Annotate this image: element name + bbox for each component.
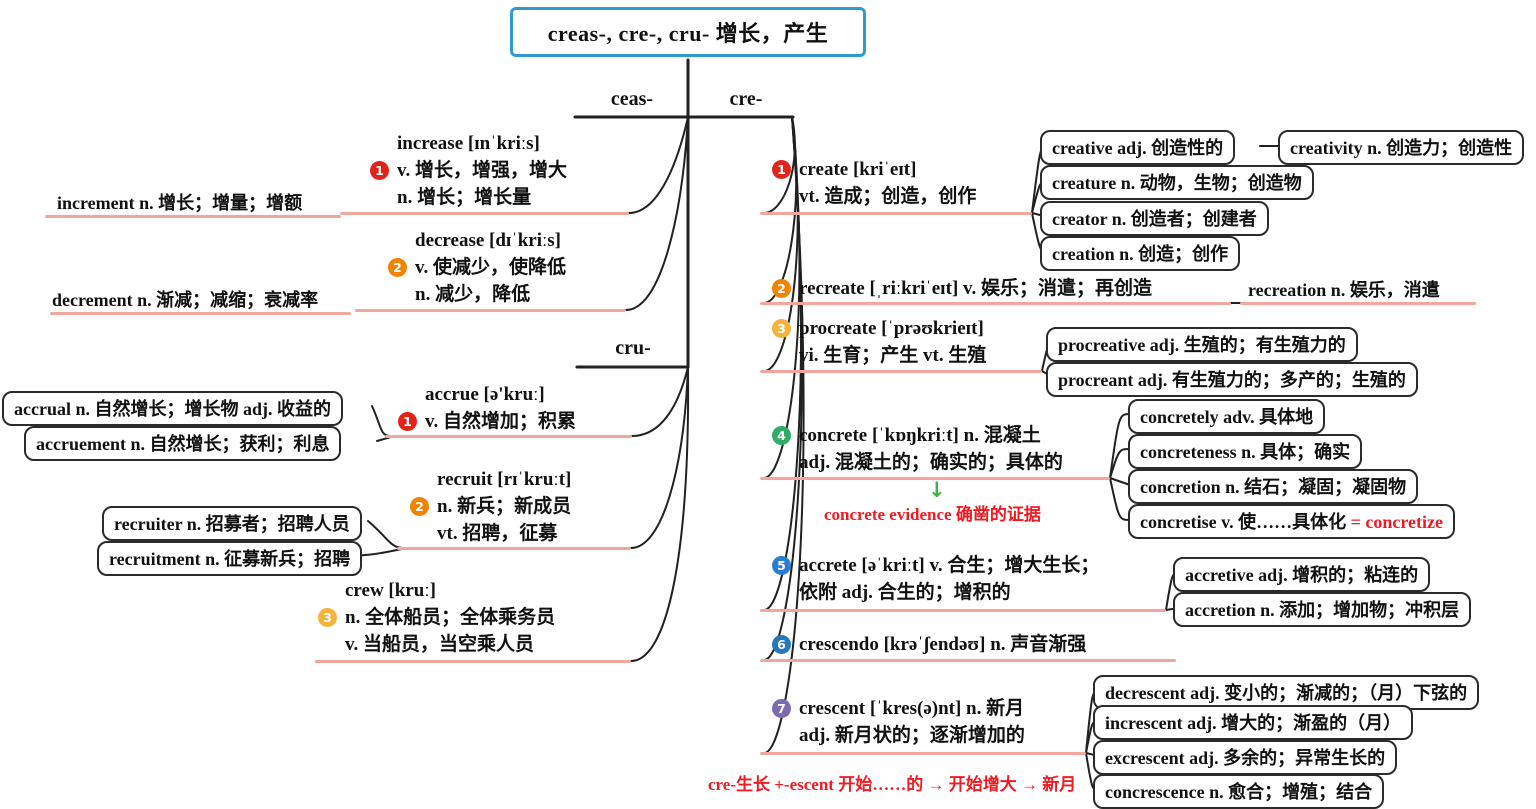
branch-cre: cre- bbox=[729, 88, 763, 110]
definition: vi. 生育；产生 vt. 生殖 bbox=[799, 345, 987, 366]
derived-word-box-excrescent: excrescent adj. 多余的；异常生长的 bbox=[1093, 740, 1398, 775]
underline bbox=[1240, 302, 1476, 305]
number-badge: 2 bbox=[388, 258, 407, 277]
number-badge: 1 bbox=[398, 412, 417, 431]
derived-word-box-accruement: accruement n. 自然增长；获利；利息 bbox=[24, 426, 342, 461]
headword: crescendo [krəˈʃendəʊ] n. 声音渐强 bbox=[799, 634, 1087, 655]
underline bbox=[340, 212, 629, 215]
green-down-arrow-icon: ↓ bbox=[928, 478, 946, 502]
definition: v. 自然增加；积累 bbox=[425, 411, 576, 432]
definition: n. 新兵；新成员 bbox=[437, 496, 572, 517]
underline bbox=[760, 302, 1231, 305]
definition: adj. 新月状的；逐渐增加的 bbox=[799, 725, 1025, 746]
underline bbox=[760, 659, 1176, 662]
number-badge: 1 bbox=[772, 160, 791, 179]
headword: accrue [ə'kruː] bbox=[425, 384, 545, 405]
headword: crew [kruː] bbox=[345, 580, 436, 601]
definition: vt. 招聘，征募 bbox=[437, 523, 558, 544]
underline bbox=[760, 370, 1042, 373]
number-badge: 1 bbox=[370, 161, 389, 180]
entry-crescendo: 6 crescendo [krəˈʃendəʊ] n. 声音渐强 bbox=[772, 631, 1086, 658]
number-badge: 7 bbox=[772, 699, 791, 718]
derived-word-box-concretise: concretise v. 使……具体化 = concretize bbox=[1128, 504, 1456, 539]
definition: vt. 造成；创造，创作 bbox=[799, 186, 977, 207]
headword: recreate [ˌriːkriˈeɪt] v. 娱乐；消遣；再创造 bbox=[799, 278, 1152, 299]
variant-spelling: = concretize bbox=[1350, 512, 1444, 532]
derived-word-box-creativity: creativity n. 创造力；创造性 bbox=[1278, 130, 1525, 165]
definition: 依附 adj. 合生的；增积的 bbox=[799, 582, 1011, 603]
definition: n. 减少，降低 bbox=[415, 284, 531, 305]
entry-concrete: 4 concrete [ˈkɒŋkriːt] n. 混凝土 adj. 混凝土的；… bbox=[772, 422, 1063, 476]
underline bbox=[760, 609, 1166, 612]
branch-cru: cru- bbox=[615, 337, 651, 359]
headword: concrete [ˈkɒŋkriːt] n. 混凝土 bbox=[799, 425, 1041, 446]
number-badge: 2 bbox=[772, 279, 791, 298]
entry-accrete: 5 accrete [əˈkriːt] v. 合生；增大生长； 依附 adj. … bbox=[772, 552, 1099, 606]
derived-word-recreation: recreation n. 娱乐，消遣 bbox=[1248, 280, 1440, 300]
root-topic-label: creas-, cre-, cru- 增长，产生 bbox=[547, 21, 829, 46]
number-badge: 4 bbox=[772, 426, 791, 445]
derived-word-box-accretive: accretive adj. 增积的；粘连的 bbox=[1173, 557, 1431, 592]
entry-recruit: recruit [rɪˈkruːt] 2 n. 新兵；新成员 vt. 招聘，征募 bbox=[410, 466, 571, 547]
example-note-concrete-evidence: concrete evidence 确凿的证据 bbox=[824, 505, 1041, 524]
underline bbox=[355, 309, 626, 312]
entry-create: 1 create [kriˈeɪt] vt. 造成；创造，创作 bbox=[772, 156, 976, 210]
derived-word-box-concretely: concretely adv. 具体地 bbox=[1128, 399, 1326, 434]
derived-word-box-creature: creature n. 动物，生物；创造物 bbox=[1040, 165, 1314, 200]
underline bbox=[50, 312, 351, 315]
entry-recreate: 2 recreate [ˌriːkriˈeɪt] v. 娱乐；消遣；再创造 bbox=[772, 275, 1152, 302]
number-badge: 5 bbox=[772, 556, 791, 575]
derived-word-box-creator: creator n. 创造者；创建者 bbox=[1040, 201, 1269, 236]
underline bbox=[45, 215, 341, 218]
derived-word-box-recruitment: recruitment n. 征募新兵；招聘 bbox=[97, 541, 363, 576]
definition: adj. 混凝土的；确实的；具体的 bbox=[799, 452, 1063, 473]
branch-ceas: ceas- bbox=[610, 88, 654, 110]
derived-word-box-concreteness: concreteness n. 具体；确实 bbox=[1128, 434, 1363, 469]
number-badge: 2 bbox=[410, 497, 429, 516]
headword: decrease [dɪˈkriːs] bbox=[415, 230, 561, 251]
entry-crew: crew [kruː] 3 n. 全体船员；全体乘务员 v. 当船员，当空乘人员 bbox=[318, 577, 555, 658]
derived-word-box-creation: creation n. 创造；创作 bbox=[1040, 236, 1241, 271]
entry-increase: increase [ɪnˈkriːs] 1 v. 增长，增强，增大 n. 增长；… bbox=[370, 130, 567, 211]
entry-procreate: 3 procreate [ˈprəʊkrieɪt] vi. 生育；产生 vt. … bbox=[772, 315, 986, 369]
derived-word-box-decrescent: decrescent adj. 变小的；渐减的；（月）下弦的 bbox=[1093, 675, 1480, 710]
number-badge: 3 bbox=[772, 319, 791, 338]
underline bbox=[760, 212, 1032, 215]
definition: n. 全体船员；全体乘务员 bbox=[345, 607, 556, 628]
derived-word-box-procreative: procreative adj. 生殖的；有生殖力的 bbox=[1046, 327, 1358, 362]
headword: increase [ɪnˈkriːs] bbox=[397, 133, 540, 154]
underline bbox=[397, 547, 631, 550]
derived-word-box-procreant: procreant adj. 有生殖力的；多产的；生殖的 bbox=[1046, 362, 1418, 397]
headword: crescent [ˈkres(ə)nt] n. 新月 bbox=[799, 698, 1025, 719]
number-badge: 3 bbox=[318, 608, 337, 627]
derived-word-box-recruiter: recruiter n. 招募者；招聘人员 bbox=[102, 506, 362, 541]
derived-word-box-increscent: increscent adj. 增大的；渐盈的（月） bbox=[1093, 705, 1414, 740]
number-badge: 6 bbox=[772, 635, 791, 654]
derived-word-box-concrescence: concrescence n. 愈合；增殖；结合 bbox=[1093, 774, 1385, 809]
headword: recruit [rɪˈkruːt] bbox=[437, 469, 572, 490]
definition: v. 增长，增强，增大 bbox=[397, 160, 567, 181]
underline bbox=[760, 752, 1086, 755]
derived-word-text: concretise v. 使……具体化 bbox=[1140, 512, 1351, 532]
entry-crescent: 7 crescent [ˈkres(ə)nt] n. 新月 adj. 新月状的；… bbox=[772, 695, 1025, 749]
derived-word-box-creative: creative adj. 创造性的 bbox=[1040, 130, 1236, 165]
entry-decrease: decrease [dɪˈkriːs] 2 v. 使减少，使降低 n. 减少，降… bbox=[388, 227, 566, 308]
derived-word-increment: increment n. 增长；增量；增额 bbox=[57, 193, 303, 213]
headword: accrete [əˈkriːt] v. 合生；增大生长； bbox=[799, 555, 1100, 576]
headword: create [kriˈeɪt] bbox=[799, 159, 917, 180]
headword: procreate [ˈprəʊkrieɪt] bbox=[799, 318, 984, 339]
derived-word-box-concretion: concretion n. 结石；凝固；凝固物 bbox=[1128, 469, 1419, 504]
underline bbox=[315, 660, 631, 663]
derived-word-box-accrual: accrual n. 自然增长；增长物 adj. 收益的 bbox=[2, 391, 343, 426]
derived-word-box-accretion: accretion n. 添加；增加物；冲积层 bbox=[1173, 592, 1472, 627]
formation-note-crescent: cre-生长 +-escent 开始……的 → 开始增大 → 新月 bbox=[708, 775, 1077, 794]
underline bbox=[760, 477, 1110, 480]
entry-accrue: accrue [ə'kruː] 1 v. 自然增加；积累 bbox=[398, 381, 576, 435]
definition: n. 增长；增长量 bbox=[397, 187, 532, 208]
definition: v. 当船员，当空乘人员 bbox=[345, 634, 534, 655]
derived-word-decrement: decrement n. 渐减；减缩；衰减率 bbox=[52, 290, 319, 310]
root-topic: creas-, cre-, cru- 增长，产生 bbox=[510, 7, 866, 57]
definition: v. 使减少，使降低 bbox=[415, 257, 566, 278]
underline bbox=[385, 435, 632, 438]
